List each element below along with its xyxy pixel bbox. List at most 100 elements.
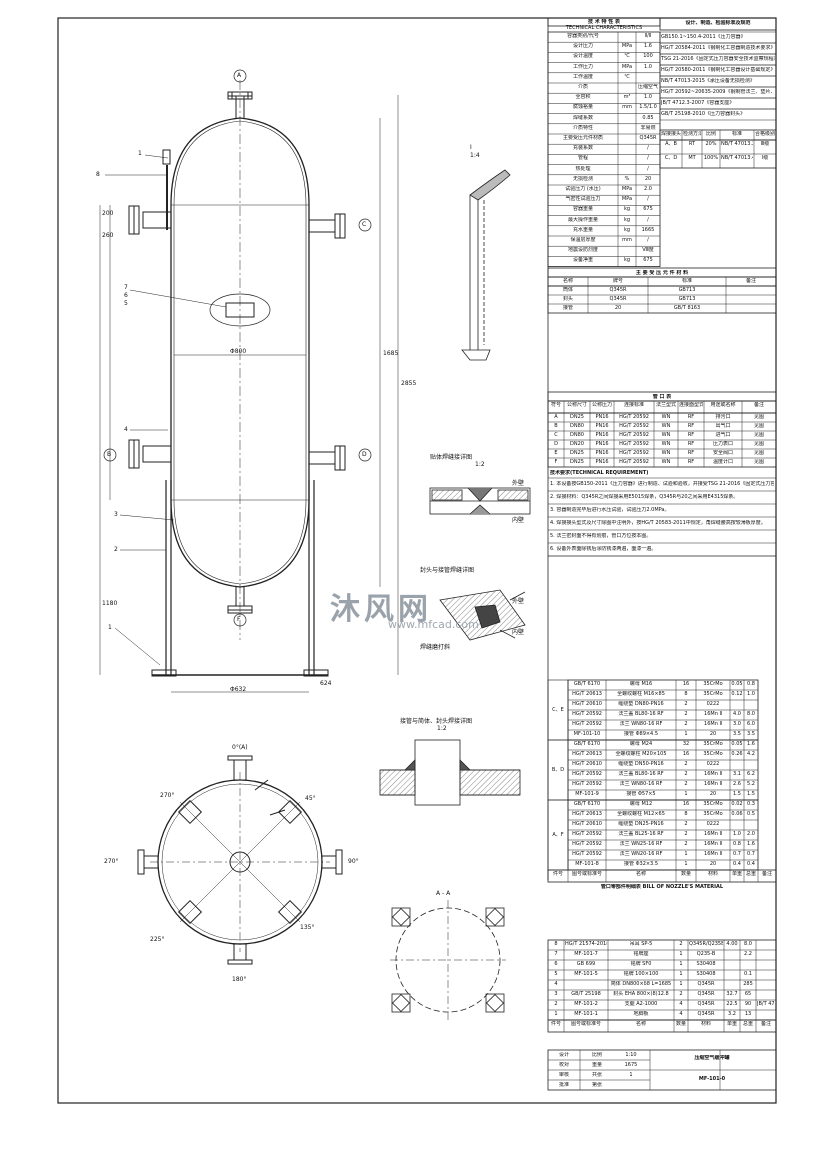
dim-260: 260 <box>102 232 114 239</box>
bom-nozzle-row-cell: 0.4 <box>747 861 755 867</box>
detail-i <box>461 169 511 361</box>
nozzle-table-cell: WN <box>661 459 671 465</box>
tech-table-cell: kg <box>623 257 631 264</box>
bom-main-row-cell: 6 <box>554 961 558 967</box>
tech-table-cell: 地震设防烈度 <box>567 247 598 254</box>
tech-table-cell: / <box>647 216 649 223</box>
bom-main-row-cell: 285 <box>743 981 753 987</box>
bom-nozzle-row-cell: 32 <box>682 741 690 747</box>
code-table-row: HG/T 20584-2011《钢制化工容器制造技术要求》 <box>661 45 775 51</box>
bom-nozzle-row-cell: 35CrMo <box>703 751 723 757</box>
bom-nozzle-footer-cell: 件号 <box>552 871 563 877</box>
bom-nozzle-row-cell: MF-101-9 <box>575 791 599 797</box>
tech-table-cell: Ⅷ度 <box>642 247 654 254</box>
bom-main-row-cell: 3 <box>554 991 558 997</box>
nozzle-table-title: 管 口 表 <box>652 394 672 400</box>
part-label-8: 8 <box>96 171 100 178</box>
nozzle-table-cell: WN <box>661 423 671 429</box>
code-table-row: TSG 21-2016《固定式压力容器安全技术监察规程》 <box>661 56 775 62</box>
bom-nozzle-row-cell: 35CrMo <box>703 741 723 747</box>
nozzle-header-cell: 用途或名称 <box>710 402 736 408</box>
tech-table-cell: / <box>647 237 649 243</box>
bom-main-row-cell: 地脚板 <box>633 1011 649 1017</box>
bom-nozzle-row-cell: 1.5 <box>747 791 755 797</box>
tech-table-cell: m³ <box>623 94 631 101</box>
bom-main-row-cell: 32.7 <box>726 991 738 997</box>
bom-nozzle-row-cell: 3.0 <box>733 721 741 727</box>
bom-main-row-cell: 90 <box>744 1001 752 1007</box>
bom-nozzle-row-cell: 法兰盖 BL80-16 RF <box>618 711 664 717</box>
bom-main-row-cell: 4.00 <box>726 941 738 947</box>
tech-table-cell: / <box>647 145 649 152</box>
requirements-title: 技术要求(TECHNICAL REQUIREMENT) <box>550 470 649 476</box>
vessel-elevation <box>99 69 399 693</box>
bom-nozzle-row-cell: 2 <box>684 841 688 847</box>
bom-nozzle-row-cell: 0.7 <box>733 851 741 857</box>
bom-nozzle-row-cell: 1 <box>684 731 688 737</box>
title-block-label: 设计 <box>558 1052 569 1058</box>
bom-main-header-cell: 名称 <box>635 1021 646 1027</box>
bom-nozzle-row-cell: 16Mn Ⅱ <box>704 781 722 787</box>
tech-table-cell: kg <box>623 206 631 213</box>
bom-main-row-cell: 4 <box>679 1001 683 1007</box>
bom-main-header-cell: 备注 <box>760 1021 771 1027</box>
bom-nozzle-row-cell: 法兰盖 BL80-16 RF <box>618 771 664 777</box>
tech-table-cell: 工作压力 <box>572 63 593 70</box>
bom-nozzle-row-cell: 35CrMo <box>703 681 723 687</box>
bom-nozzle-row-cell: HG/T 20610 <box>572 761 602 767</box>
bom-main-header-cell: 总重 <box>742 1021 753 1027</box>
angle-315: 270° <box>160 792 175 799</box>
material-header-cell: 名称 <box>562 278 573 284</box>
material-header-cell: 牌号 <box>612 278 623 284</box>
bom-nozzle-row-cell: 20 <box>709 731 717 737</box>
bom-nozzle-row-cell: 8 <box>684 811 688 817</box>
bom-nozzle-row-cell: 16Mn Ⅱ <box>704 721 722 727</box>
bom-nozzle-row-cell: 法兰 WN80-16 RF <box>619 781 663 787</box>
bom-nozzle-row-cell: 1 <box>684 791 688 797</box>
bom-nozzle-row-cell: 16Mn Ⅱ <box>704 771 722 777</box>
requirement-item: 6. 设备外表面除锈后涂防锈漆两遍，面漆一遍。 <box>550 546 657 552</box>
material-table-cell: GB713 <box>678 287 696 293</box>
bom-main-row-cell: 4 <box>679 1011 683 1017</box>
nozzle-table-cell: RF <box>687 441 695 447</box>
code-table-row: GB150.1~150.4-2011《压力容器》 <box>661 34 746 40</box>
bom-main-row-cell: 4 <box>554 981 558 987</box>
bom-group-tag: C、E <box>552 707 564 713</box>
bom-nozzle-row-cell: 16Mn Ⅱ <box>704 831 722 837</box>
bom-nozzle-row-cell: 螺母 M24 <box>629 741 653 747</box>
bom-main-row-cell: 5 <box>554 971 558 977</box>
bom-nozzle-row-cell: 8.0 <box>747 711 755 717</box>
bom-main-row-cell: 铭牌 SF0 <box>630 961 652 967</box>
tech-table-cell: 2.0 <box>644 186 652 192</box>
inspect-table-cell: MT <box>688 155 696 161</box>
bom-nozzle-footer-cell: 单重 <box>731 871 742 877</box>
bom-nozzle-row-cell: 0.02 <box>731 801 743 807</box>
requirement-item: 5. 法兰密封面不得有划痕，管口方位按本图。 <box>550 533 652 539</box>
bom-main-row-cell: 铭牌 100×100 <box>623 971 659 977</box>
bom-main-row-cell: 2 <box>679 941 683 947</box>
inspect-table-cell: 100% <box>703 155 719 161</box>
bom-nozzle-row-cell: 3.1 <box>733 771 741 777</box>
nozzle-table-cell: PN16 <box>595 414 609 420</box>
inspect-table-cell: Ⅲ级 <box>760 141 770 147</box>
bom-nozzle-row-cell: 1.5 <box>733 791 741 797</box>
nozzle-table-cell: 温度计口 <box>712 459 733 465</box>
bom-main-header-cell: 图号或标准号 <box>570 1021 601 1027</box>
bom-nozzle-row-cell: 16 <box>682 751 690 757</box>
bom-nozzle-row-cell: 16Mn Ⅱ <box>704 711 722 717</box>
tech-table-cell: 腐蚀裕量 <box>572 104 593 111</box>
material-table-title: 主 要 受 压 元 件 材 料 <box>635 270 689 276</box>
bom-nozzle-row-cell: 2 <box>684 721 688 727</box>
tech-table-cell: 气密性试验压力 <box>565 196 601 203</box>
bom-nozzle-row-cell: 螺母 M12 <box>629 801 653 807</box>
bom-nozzle-footer-cell: 名称 <box>635 871 646 877</box>
tech-table-cell: % <box>624 175 630 182</box>
bom-nozzle-title: 管口零部件明细表 BILL OF NOZZLE'S MATERIAL <box>600 884 724 890</box>
bom-nozzle-row-cell: 法兰 WN25-16 RF <box>619 841 663 847</box>
bom-nozzle-row-cell: 3.5 <box>733 731 741 737</box>
bom-nozzle-row-cell: 8 <box>684 691 688 697</box>
bom-nozzle-row-cell: 35CrMo <box>703 691 723 697</box>
tech-table-cell: 无损检测 <box>572 175 593 182</box>
bom-main-row-cell: 1 <box>679 961 683 967</box>
